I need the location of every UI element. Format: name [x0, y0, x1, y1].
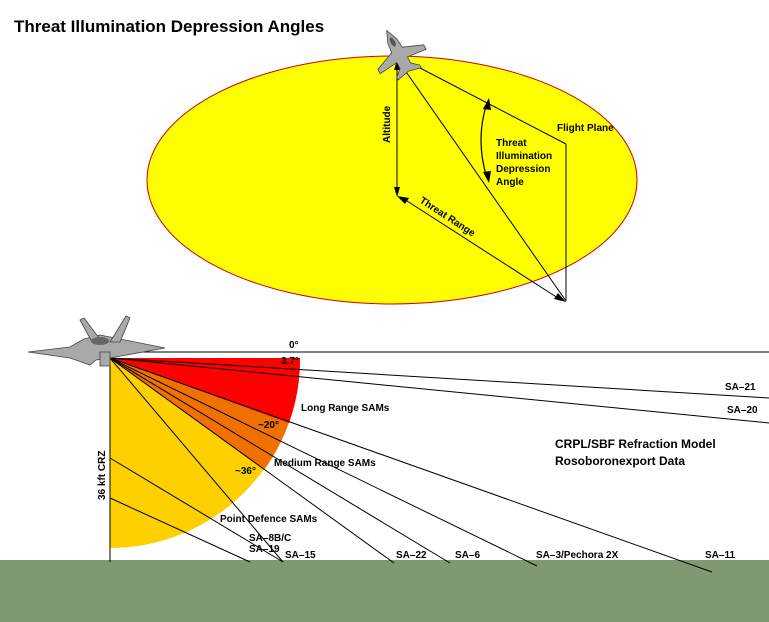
system-label-sa6: SA–6 — [455, 550, 480, 561]
footprint-diagram: Altitude Flight Plane Threat Illuminatio… — [146, 29, 638, 305]
aircraft-top-icon — [377, 29, 427, 81]
angle-arrowhead-bottom — [483, 171, 491, 183]
angle-label-line-1: Threat — [496, 138, 527, 149]
flight-plane-line — [396, 55, 567, 145]
ground — [0, 560, 769, 622]
angle-36-label: ~36° — [235, 466, 256, 477]
sightline-sa11 — [109, 357, 713, 573]
system-label-sa21: SA–21 — [725, 382, 756, 393]
angle-3-7-label: 3.7° — [281, 356, 299, 367]
system-label-sa3: SA–3/Pechora 2X — [536, 550, 619, 561]
angle-label-line-4: Angle — [496, 177, 524, 188]
system-label-sa20: SA–20 — [727, 405, 758, 416]
altitude-arrowhead-bottom — [394, 187, 400, 197]
depression-angle-arc — [480, 102, 488, 179]
sightline-sa3 — [109, 357, 538, 567]
aircraft-side-icon — [27, 315, 166, 367]
system-label-sa8: SA–8B/C — [249, 533, 291, 544]
angle-label-line-3: Depression — [496, 164, 550, 175]
angle-0-label: 0° — [289, 340, 299, 351]
threat-range-arrowhead-right — [554, 293, 566, 302]
altitude-arrowhead-top — [394, 60, 400, 70]
angle-20-label: ~20° — [258, 420, 279, 431]
long-range-label: Long Range SAMs — [301, 403, 390, 414]
page-title: Threat Illumination Depression Angles — [14, 17, 324, 36]
flight-plane-label: Flight Plane — [557, 123, 614, 134]
sam-coverage-diagram: 0° 3.7° ~20° ~36° 36 kft CRZ Long Range … — [0, 315, 769, 622]
model-label-line-2: Rosoboronexport Data — [555, 454, 685, 468]
sightline-sa15 — [109, 357, 284, 563]
sightline-sa19 — [109, 457, 284, 563]
sightline-sa8 — [109, 497, 251, 563]
threat-range-arrowhead-left — [397, 196, 409, 204]
sightline-sa22 — [109, 357, 395, 564]
sightline-sa21 — [109, 357, 769, 399]
angle-label-line-2: Illumination — [496, 151, 552, 162]
point-defence-label: Point Defence SAMs — [220, 514, 318, 525]
system-label-sa15: SA–15 — [285, 550, 316, 561]
long-range-sector — [110, 358, 301, 423]
threat-range-arrow — [403, 198, 562, 301]
system-label-sa11: SA–11 — [705, 550, 735, 561]
sightline-sa6 — [109, 357, 451, 564]
altitude-label: Altitude — [382, 105, 393, 143]
system-label-sa22: SA–22 — [396, 550, 427, 561]
altitude-crz-label: 36 kft CRZ — [97, 451, 108, 500]
illumination-footprint — [146, 55, 638, 305]
model-label-line-1: CRPL/SBF Refraction Model — [555, 437, 716, 451]
system-label-sa19: SA–19 — [249, 544, 280, 555]
medium-range-label: Medium Range SAMs — [274, 458, 376, 469]
angle-arrowhead-top — [483, 98, 491, 110]
sightline-sa20 — [109, 357, 769, 424]
threat-sightlines — [109, 357, 769, 573]
line-of-sight — [394, 55, 567, 302]
